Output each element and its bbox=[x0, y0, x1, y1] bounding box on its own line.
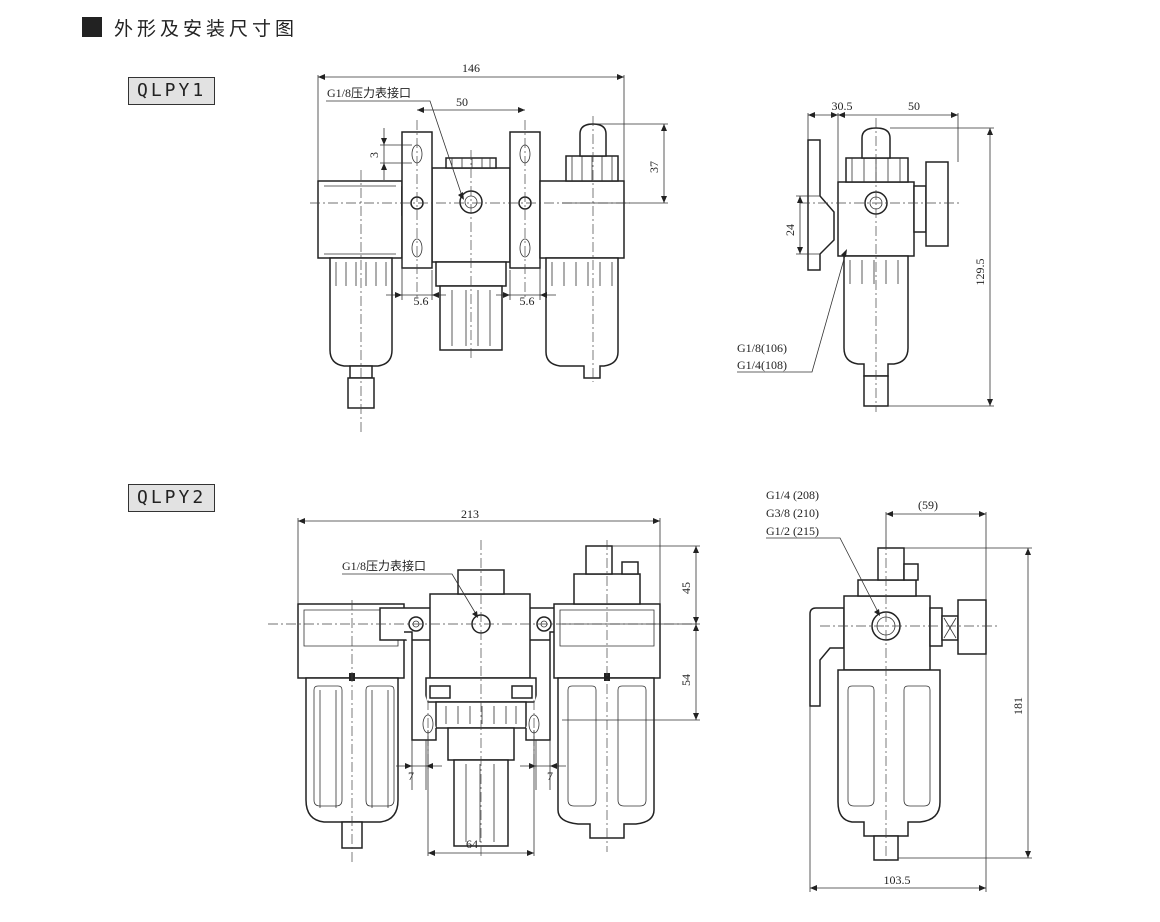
qlpy1-height-label: 129.5 bbox=[973, 259, 987, 286]
qlpy1-center-width-label: 50 bbox=[456, 95, 468, 109]
qlpy1-overall-width-label: 146 bbox=[462, 61, 480, 75]
qlpy2-front-view bbox=[268, 518, 700, 862]
qlpy1-cap-height-label: 37 bbox=[647, 161, 661, 173]
model-badge-qlpy2: QLPY2 bbox=[128, 484, 216, 512]
qlpy2-height-label: 181 bbox=[1011, 697, 1025, 715]
qlpy1-port-label-2: G1/4(108) bbox=[737, 358, 787, 372]
qlpy2-body-height-label: 54 bbox=[679, 674, 693, 686]
qlpy1-gap-right-label: 5.6 bbox=[520, 294, 535, 308]
qlpy2-depth-label: (59) bbox=[918, 498, 938, 512]
qlpy2-port-label-1: G1/4 (208) bbox=[766, 488, 819, 502]
section-header: 外形及安装尺寸图 bbox=[82, 14, 298, 40]
qlpy2-overall-width-label: 213 bbox=[461, 507, 479, 521]
qlpy1-side-dim-b-label: 50 bbox=[908, 99, 920, 113]
qlpy1-side-dim-a-label: 30.5 bbox=[832, 99, 853, 113]
qlpy1-gap-left-label: 5.6 bbox=[414, 294, 429, 308]
section-title: 外形及安装尺寸图 bbox=[114, 17, 299, 40]
qlpy1-bracket-label: 24 bbox=[783, 224, 797, 236]
qlpy1-port-label-1: G1/8(106) bbox=[737, 341, 787, 355]
qlpy2-side-view bbox=[766, 511, 1032, 892]
header-square-icon bbox=[82, 17, 102, 37]
qlpy2-gap-left-label: 7 bbox=[408, 769, 414, 783]
qlpy2-center-width-label: 64 bbox=[466, 837, 478, 851]
qlpy2-gauge-port-label: G1/8压力表接口 bbox=[342, 558, 426, 573]
model-badge-qlpy1: QLPY1 bbox=[128, 77, 216, 105]
qlpy1-gauge-port-label: G1/8压力表接口 bbox=[327, 85, 411, 100]
qlpy2-gap-right-label: 7 bbox=[547, 769, 553, 783]
qlpy1-slot-label: 3 bbox=[367, 152, 381, 158]
qlpy1-front-view bbox=[310, 74, 668, 432]
qlpy2-width-label: 103.5 bbox=[884, 873, 911, 887]
qlpy2-port-label-2: G3/8 (210) bbox=[766, 506, 819, 520]
qlpy2-cap-height-label: 45 bbox=[679, 582, 693, 594]
qlpy1-side-view bbox=[737, 112, 994, 412]
qlpy2-port-label-3: G1/2 (215) bbox=[766, 524, 819, 538]
